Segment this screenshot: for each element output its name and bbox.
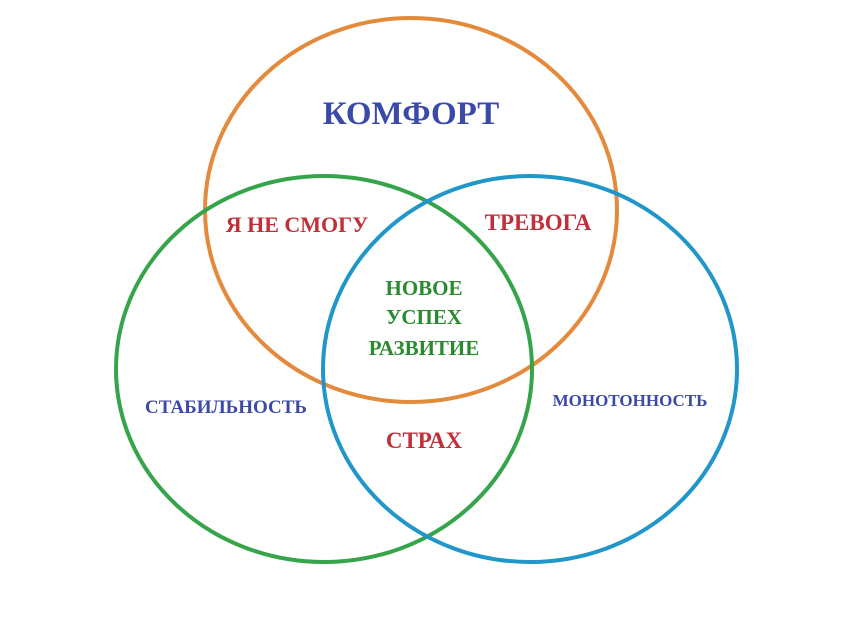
- label-i-cant: Я НЕ СМОГУ: [226, 212, 369, 237]
- label-stability: СТАБИЛЬНОСТЬ: [145, 397, 307, 418]
- label-center-new: НОВОЕ: [385, 276, 462, 300]
- monotony-circle: [321, 174, 739, 564]
- label-anxiety: ТРЕВОГА: [485, 210, 592, 235]
- label-center-success: УСПЕХ: [386, 305, 462, 329]
- label-fear: СТРАХ: [386, 428, 463, 453]
- label-center-development: РАЗВИТИЕ: [369, 336, 480, 360]
- stability-circle: [114, 174, 534, 564]
- label-monotony: МОНОТОННОСТЬ: [553, 391, 708, 410]
- label-comfort: КОМФОРТ: [323, 96, 499, 132]
